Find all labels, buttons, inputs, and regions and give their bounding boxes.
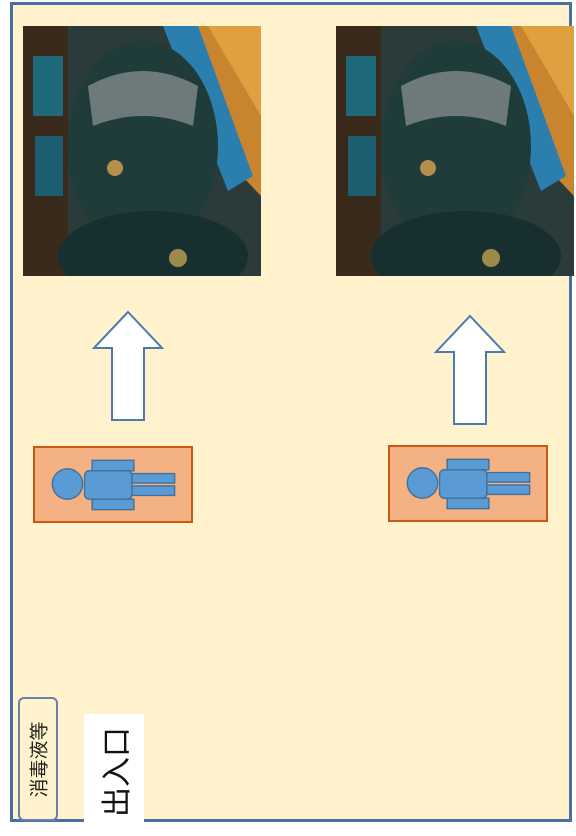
up-arrow-icon-right bbox=[434, 314, 506, 426]
person-position-left bbox=[33, 446, 193, 523]
seat-photo-right bbox=[336, 26, 574, 276]
up-arrow-icon-left bbox=[92, 310, 164, 422]
seat-photo-left bbox=[23, 26, 261, 276]
sanitizer-label: 消毒液等 bbox=[25, 721, 52, 797]
entrance-marker: 出入口 bbox=[84, 714, 144, 836]
person-icon bbox=[35, 448, 191, 521]
person-icon bbox=[390, 447, 546, 520]
person-position-right bbox=[388, 445, 548, 522]
sanitizer-station: 消毒液等 bbox=[18, 697, 58, 821]
entrance-label: 出入口 bbox=[92, 727, 136, 817]
